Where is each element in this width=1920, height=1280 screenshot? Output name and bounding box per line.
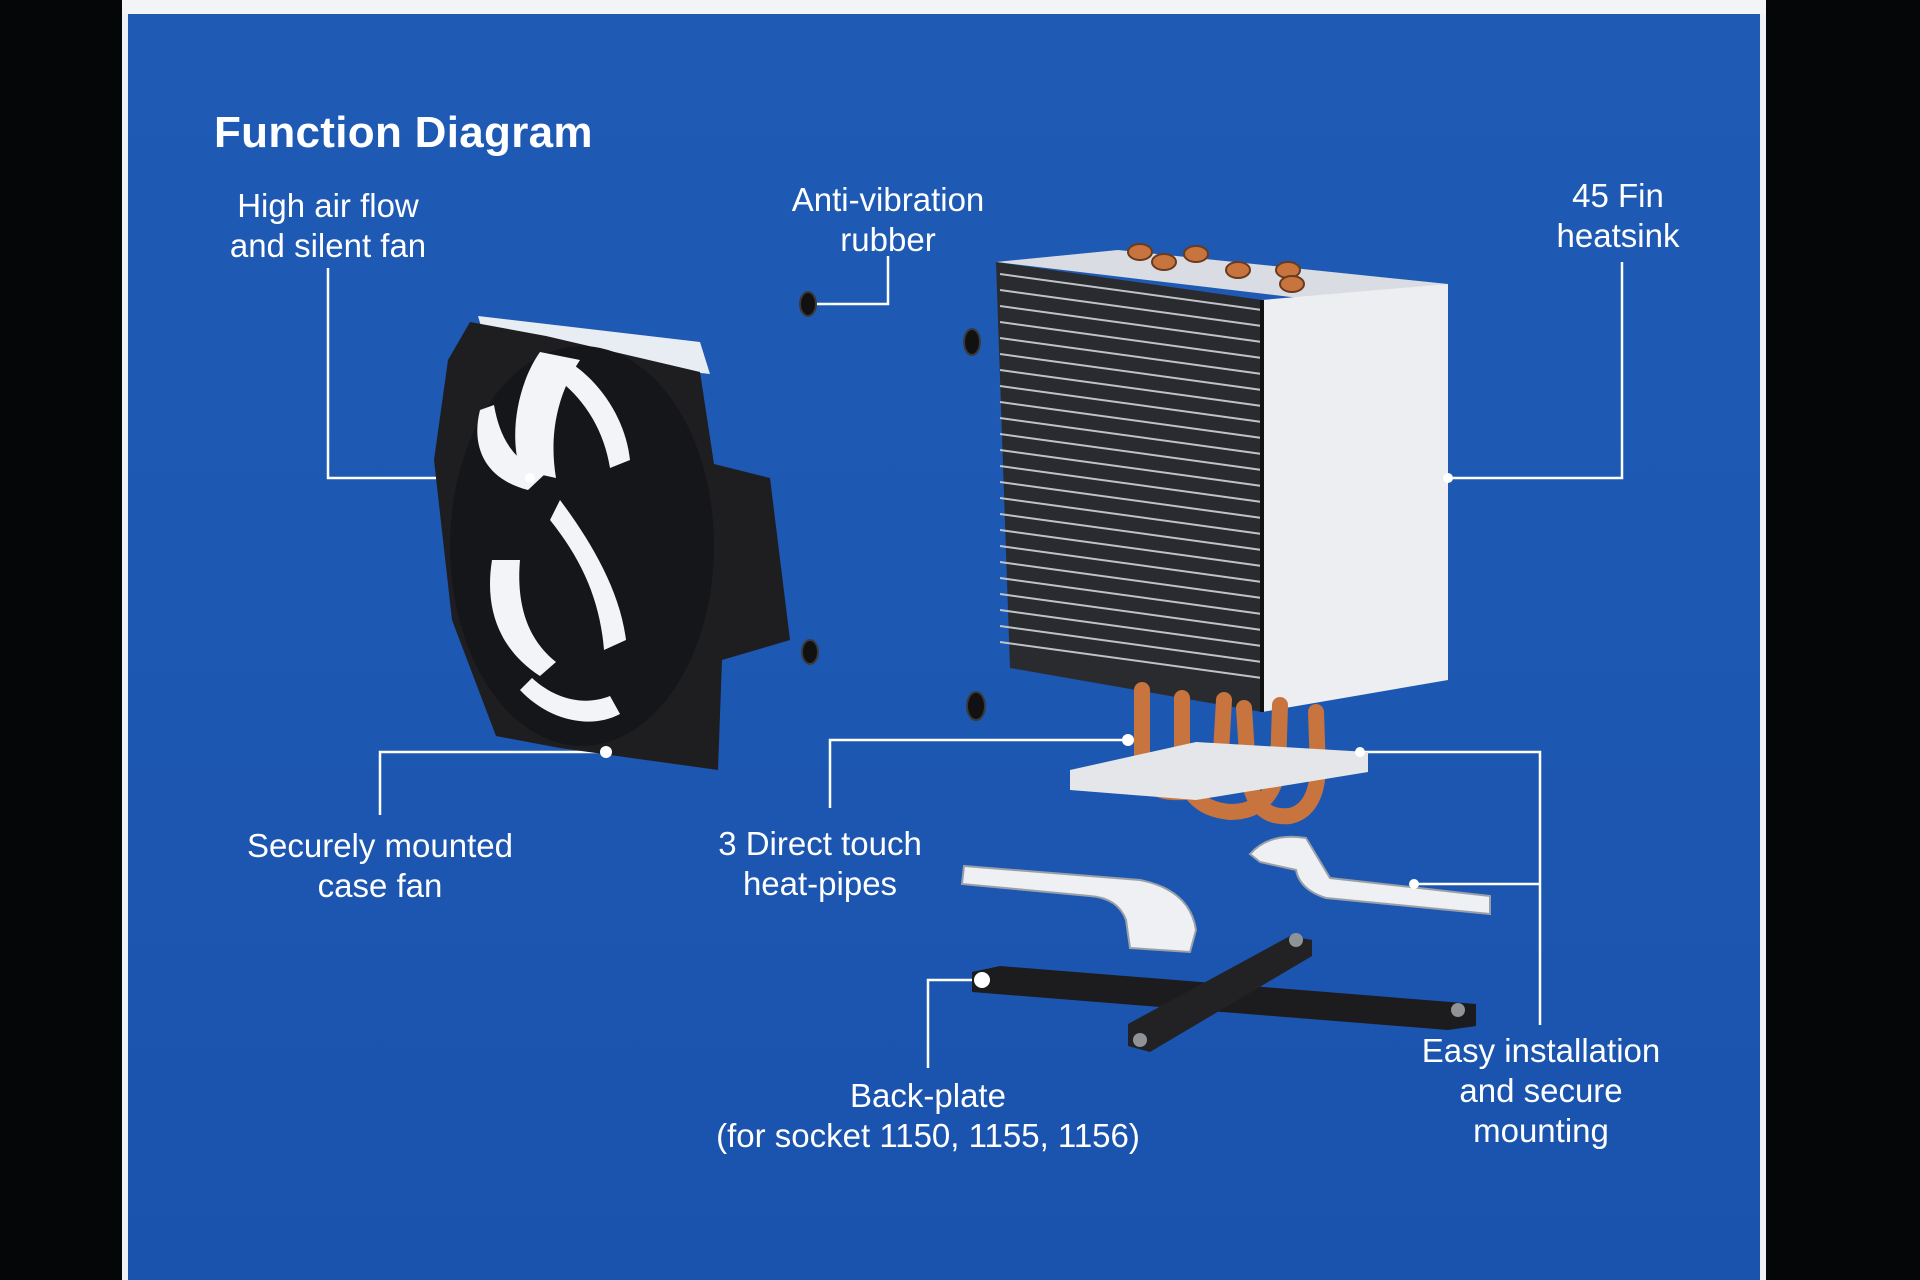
backplate-nut [1289,933,1303,947]
fan-blade [490,560,556,676]
leader-install [1360,750,1542,1025]
label-heatpipes-line2: heat-pipes [742,865,898,902]
label-heatpipes-line1: 3 Direct touch [718,825,922,862]
leader-backplate [926,978,982,1068]
backplate-nut [1133,1033,1147,1047]
rubber-ring [799,291,817,317]
rubber-ring [963,328,981,356]
label-heatpipes: 3 Direct touch heat-pipes [680,824,960,904]
brackets-graphic [960,747,1491,954]
fan-frame-side [478,316,710,374]
box-top-edge [122,0,1766,14]
label-case-fan: Securely mounted case fan [230,826,530,906]
rubber-rings [799,291,986,721]
label-rubber: Anti-vibration rubber [768,180,1008,260]
label-install: Easy installation and secure mounting [1396,1031,1686,1151]
heatpipe-caps [1127,243,1305,293]
label-case-fan-line2: case fan [317,867,443,904]
heatsink-graphic [996,243,1453,712]
heatsink-top [996,250,1448,300]
leader-case-fan [378,750,606,815]
backplate-nut [974,972,990,988]
label-install-line1: Easy installation [1421,1032,1661,1069]
label-install-line3: mounting [1473,1112,1609,1149]
label-fan-line2: and silent fan [229,227,427,264]
label-fan: High air flow and silent fan [208,186,448,266]
fan-blade [477,405,545,490]
backplate-cross [1128,936,1312,1052]
cooler-base [1070,742,1368,800]
label-backplate-line1: Back-plate [850,1077,1006,1114]
heatsink-side [1262,284,1448,712]
label-rubber-line1: Anti-vibration [791,181,985,218]
leader-heatpipes [828,738,1128,808]
heatsink-fins [999,273,1263,679]
label-install-line2: and secure [1459,1072,1623,1109]
leader-rubber [816,256,890,306]
label-heatsink: 45 Fin heatsink [1538,176,1698,256]
diagram-title: Function Diagram [214,108,593,157]
fan-blade [520,678,620,722]
fan-blade [556,360,630,468]
install-callout-dot [1355,747,1365,757]
label-backplate-line2: (for socket 1150, 1155, 1156) [716,1117,1140,1154]
fan-blade [550,500,626,650]
fan-callout-dot [600,746,612,758]
heatpipes-callout-dot [1122,734,1134,746]
heatpipes-graphic [1070,682,1368,825]
heatsink-front [996,262,1262,712]
bracket-left [960,864,1198,954]
label-case-fan-line1: Securely mounted [247,827,513,864]
fan-graphic [434,316,790,770]
bracket-right [1248,835,1491,916]
label-heatsink-line1: 45 Fin [1572,177,1664,214]
backplate-nut [1451,1003,1465,1017]
heatsink-callout-dot [1443,473,1453,483]
box-panel [122,0,1766,1280]
fan-blades [477,352,630,722]
leader-heatsink [1448,262,1624,480]
leader-lines [326,256,1624,1068]
label-fan-line1: High air flow [237,187,419,224]
rubber-ring [801,639,819,665]
fan-callout-dot [525,473,535,483]
label-heatsink-line2: heatsink [1556,217,1680,254]
install-callout-dot [1409,879,1419,889]
label-rubber-line2: rubber [840,221,936,258]
label-backplate: Back-plate (for socket 1150, 1155, 1156) [658,1076,1198,1156]
rubber-ring [966,691,986,721]
backplate-graphic [972,933,1476,1052]
